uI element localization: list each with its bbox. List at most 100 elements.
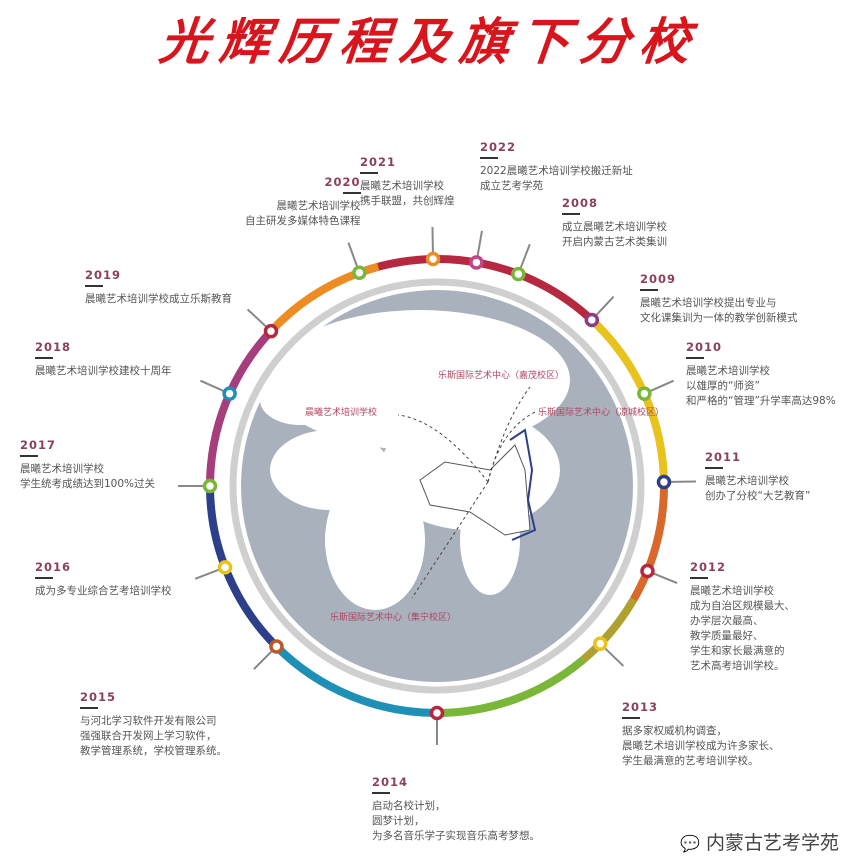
timeline-event: 2017 晨曦艺术培训学校学生统考成绩达到100%过关 (20, 438, 155, 492)
event-text: 晨曦艺术培训学校 (690, 585, 774, 597)
timeline-node-2010 (637, 386, 652, 401)
timeline-node-2011 (656, 474, 672, 490)
ring-segment (436, 656, 586, 717)
watermark: 💬 内蒙古艺考学苑 (680, 828, 839, 855)
timeline-event: 2018 晨曦艺术培训学校建校十周年 (35, 340, 172, 379)
event-text: 学生最满意的艺考培训学校。 (622, 755, 759, 767)
event-text: 晨曦艺术培训学校建校十周年 (35, 365, 172, 377)
timeline-node-2022 (469, 255, 484, 270)
timeline-node-2017 (202, 478, 218, 494)
ring-segment (273, 643, 438, 717)
timeline-node-2012 (640, 563, 655, 579)
timeline-event: 2014 启动名校计划， 圆梦计划， 为多名音乐学子实现音乐高考梦想。 (372, 775, 540, 844)
event-year: 2012 (690, 560, 727, 574)
divider (372, 792, 390, 794)
timeline-node-2019 (263, 323, 279, 339)
event-year: 2021 (360, 155, 397, 169)
timeline-event: 2022 2022晨曦艺术培训学校搬迁新址成立艺考学苑 (480, 140, 633, 194)
divider (705, 467, 723, 469)
timeline-node-2013 (593, 636, 608, 651)
wechat-icon: 💬 (680, 834, 700, 853)
event-text: 晨曦艺术培训学校提出专业与 (640, 297, 777, 309)
ring-segment (580, 597, 638, 663)
event-text: 携手联盟，共创辉煌 (360, 195, 455, 207)
event-text: 成为多专业综合艺考培训学校 (35, 585, 172, 597)
event-text: 晨曦艺术培训学校 (276, 200, 361, 212)
divider (360, 172, 378, 174)
event-text: 学生统考成绩达到100%过关 (20, 478, 156, 490)
divider (562, 213, 580, 215)
map-label-main: 晨曦艺术培训学校 (305, 408, 378, 418)
event-text: 晨曦艺术培训学校 (20, 463, 104, 475)
event-text: 2022晨曦艺术培训学校搬迁新址 (480, 165, 633, 177)
event-text: 晨曦艺术培训学校 (686, 365, 770, 377)
timeline-node-2008 (511, 266, 526, 282)
timeline-event: 2015 与河北学习软件开发有限公司强强联合开发网上学习软件， 教学管理系统，学校管… (80, 690, 227, 759)
timeline-node-2016 (217, 560, 233, 575)
timeline-event: 2019 晨曦艺术培训学校成立乐斯教育 (85, 268, 232, 307)
timeline-event: 2020 晨曦艺术培训学校自主研发多媒体特色课程 (245, 175, 361, 229)
event-year: 2013 (622, 700, 659, 714)
divider (35, 577, 53, 579)
event-text: 教学质量最好、 (690, 630, 764, 642)
event-text: 与河北学习软件开发有限公司 (80, 715, 217, 727)
divider (480, 157, 498, 159)
timeline-event: 2016 成为多专业综合艺考培训学校 (35, 560, 172, 599)
timeline-node-2020 (352, 265, 367, 280)
timeline-event: 2009 晨曦艺术培训学校提出专业与文化课集训为一体的教学创新模式 (640, 272, 798, 326)
watermark-text: 内蒙古艺考学苑 (705, 832, 839, 854)
event-text: 启动名校计划， (372, 800, 446, 812)
event-text: 晨曦艺术培训学校成为许多家长、 (622, 740, 780, 752)
event-year: 2010 (686, 340, 723, 354)
divider (686, 357, 704, 359)
china-coast (509, 428, 537, 541)
event-year: 2019 (85, 268, 122, 282)
event-year: 2022 (480, 140, 517, 154)
route-lines (397, 386, 536, 599)
event-text: 文化课集训为一体的教学创新模式 (640, 312, 798, 324)
timeline-event: 2021 晨曦艺术培训学校携手联盟，共创辉煌 (360, 155, 455, 209)
event-text: 成立艺考学苑 (480, 180, 543, 192)
divider (690, 577, 708, 579)
divider (342, 192, 361, 194)
event-text: 和严格的“管理”升学率高达98% (686, 395, 836, 407)
divider (640, 289, 658, 291)
event-year: 2014 (372, 775, 409, 789)
ring-segment (630, 485, 668, 602)
event-year: 2020 (324, 175, 361, 189)
event-year: 2017 (20, 438, 57, 452)
event-text: 为多名音乐学子实现音乐高考梦想。 (372, 830, 540, 842)
event-text: 晨曦艺术培训学校 (360, 180, 444, 192)
event-year: 2008 (562, 196, 599, 210)
event-year: 2009 (640, 272, 677, 286)
divider (622, 717, 640, 719)
event-year: 2018 (35, 340, 72, 354)
divider (85, 285, 103, 287)
event-text: 开启内蒙古艺术类集训 (562, 236, 667, 248)
event-text: 学生和家长最满意的 (690, 645, 785, 657)
timeline-node-2009 (584, 312, 600, 328)
event-year: 2015 (80, 690, 117, 704)
event-text: 晨曦艺术培训学校成立乐斯教育 (85, 293, 232, 305)
map-label-jiamao: 乐斯国际艺术中心（嘉茂校区） (438, 371, 565, 381)
timeline-node-2015 (269, 639, 284, 654)
event-year: 2011 (705, 450, 742, 464)
timeline-node-2014 (429, 705, 445, 721)
event-text: 据多家权威机构调查， (622, 725, 727, 737)
globe-landmass (260, 310, 570, 610)
timeline-node-2021 (425, 251, 441, 267)
event-text: 办学层次最高、 (690, 615, 764, 627)
divider (20, 455, 38, 457)
event-text: 教学管理系统，学校管理系统。 (80, 745, 227, 757)
event-text: 圆梦计划， (372, 815, 425, 827)
event-year: 2016 (35, 560, 72, 574)
map-label-jining: 乐斯国际艺术中心（集宁校区） (330, 613, 457, 623)
ring-segment (268, 268, 361, 334)
timeline-node-2018 (222, 386, 237, 401)
event-text: 强强联合开发网上学习软件， (80, 730, 217, 742)
event-text: 自主研发多媒体特色课程 (245, 215, 361, 227)
